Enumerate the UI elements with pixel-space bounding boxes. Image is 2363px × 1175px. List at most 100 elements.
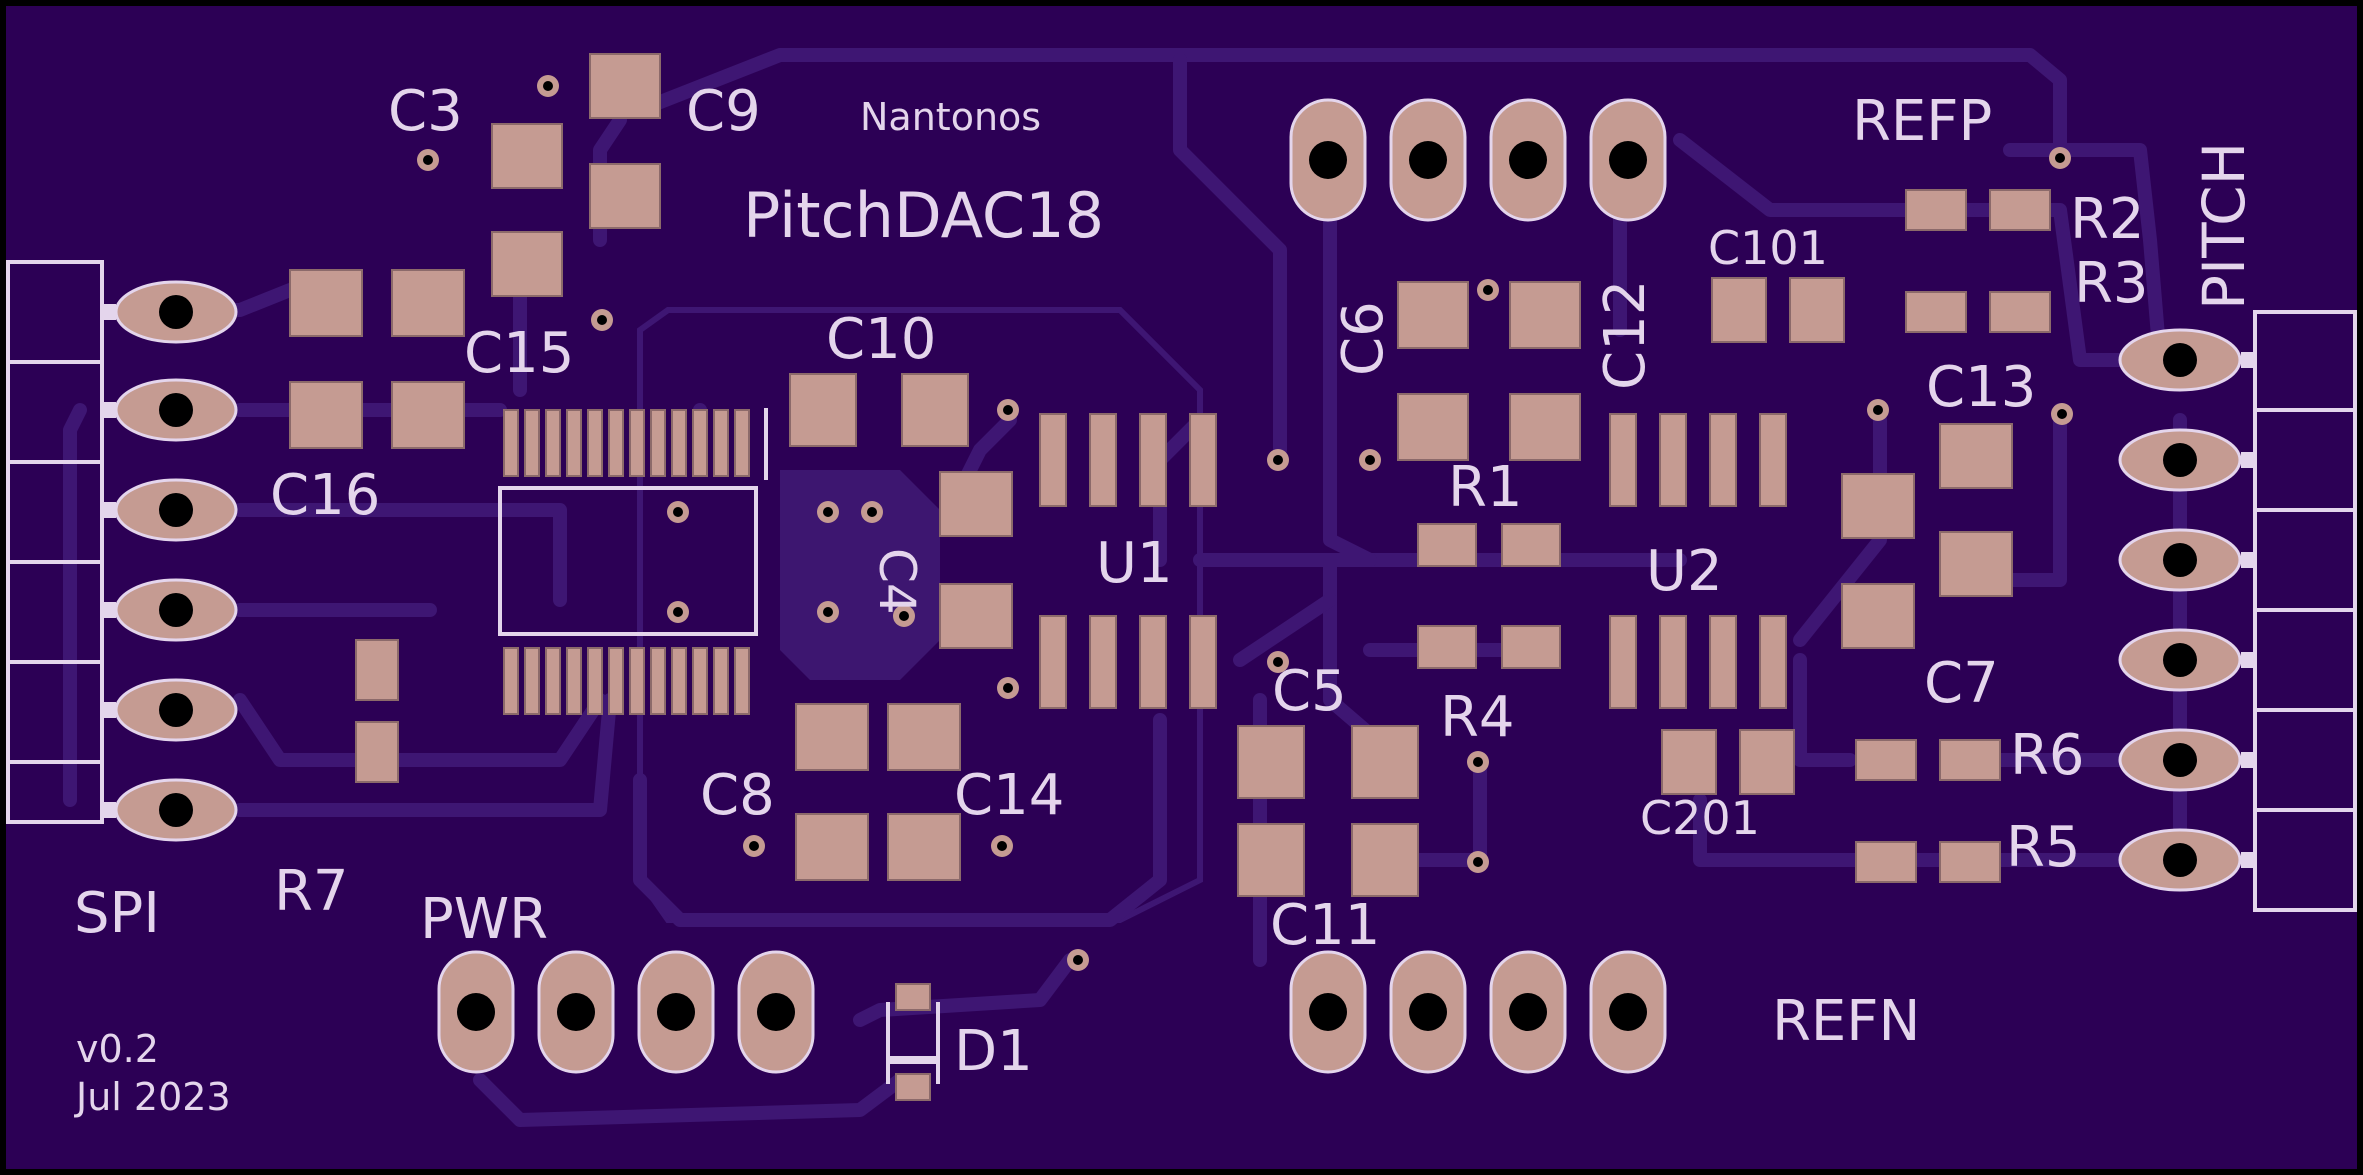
- via-10-drill: [899, 611, 909, 621]
- via-1-drill: [543, 81, 553, 91]
- via-15-drill: [1273, 657, 1283, 667]
- ic-bot-pin-8: [650, 647, 666, 715]
- via-16-drill: [1473, 757, 1483, 767]
- pitch-pin-2-lead: [2241, 452, 2255, 468]
- refp-label: REFP: [1852, 89, 1992, 154]
- pad-c13-b: [1939, 531, 2013, 597]
- ic-tssop-outline: [498, 486, 758, 636]
- pad-d1: [895, 983, 931, 1011]
- u2-bot-pin-2: [1659, 615, 1687, 709]
- c15-label: C15: [464, 321, 574, 386]
- pad-c9-b: [589, 163, 661, 229]
- spi-pin-2-lead: [102, 402, 116, 418]
- ic-bot-pin-12: [734, 647, 750, 715]
- pitch-pad-5-drill: [2163, 743, 2197, 777]
- pad-c4: [939, 471, 1013, 537]
- r6-label: R6: [2010, 723, 2085, 788]
- pad-c9: [589, 53, 661, 119]
- via-7-drill: [823, 607, 833, 617]
- smd-pads: [289, 53, 2051, 1101]
- pitch-pin-6-lead: [2241, 852, 2255, 868]
- pad-r5-b: [1939, 841, 2001, 883]
- trace-spi-3: [233, 503, 567, 607]
- pad-r4: [1417, 625, 1477, 669]
- ic-bot-pin-5: [587, 647, 603, 715]
- pitch-pad-3-drill: [2163, 543, 2197, 577]
- via-5-drill: [823, 507, 833, 517]
- u1-label: U1: [1096, 531, 1173, 596]
- u1-top-pin-2: [1089, 413, 1117, 507]
- spi-pad-1-drill: [159, 295, 193, 329]
- pad-c15: [289, 269, 363, 337]
- refp-pad-2-drill: [1409, 141, 1447, 179]
- u2-top-pin-2: [1659, 413, 1687, 507]
- pad-c4-b: [939, 583, 1013, 649]
- pad-r1-b: [1501, 523, 1561, 567]
- c11-label: C11: [1270, 893, 1380, 958]
- ic-top-pin-2: [524, 409, 540, 477]
- via-19-drill: [749, 841, 759, 851]
- pad-c101: [1711, 277, 1767, 343]
- spi-pad-3-drill: [159, 493, 193, 527]
- pitch-pad-2-drill: [2163, 443, 2197, 477]
- date-label: Jul 2023: [74, 1075, 231, 1119]
- pitch-pad-1-drill: [2163, 343, 2197, 377]
- pad-r2: [1905, 189, 1967, 231]
- via-11-drill: [1003, 683, 1013, 693]
- pad-r7: [355, 639, 399, 701]
- pitch-pin-5-lead: [2241, 752, 2255, 768]
- ic-top-pin-7: [629, 409, 645, 477]
- trace-refp-1: [1173, 53, 1287, 457]
- pad-c10: [789, 373, 857, 447]
- c7-label: C7: [1924, 651, 1999, 716]
- pad-c13: [1939, 423, 2013, 489]
- pad-r6: [1855, 739, 1917, 781]
- via-17-drill: [1473, 857, 1483, 867]
- c10-label: C10: [826, 307, 936, 372]
- c13-label: C13: [1926, 355, 2036, 420]
- pad-c5-b: [1351, 725, 1419, 799]
- trace-d1: [853, 953, 1077, 1027]
- pad-r2-b: [1989, 189, 2051, 231]
- trace-top: [633, 48, 2067, 157]
- via-12-drill: [1273, 455, 1283, 465]
- silkscreen-outlines: [6, 260, 2357, 1084]
- pitch-pin-4-lead: [2241, 652, 2255, 668]
- ic-bot-pin-4: [566, 647, 582, 715]
- via-4-drill: [1003, 405, 1013, 415]
- via-3-drill: [597, 315, 607, 325]
- refn-pad-2-drill: [1409, 993, 1447, 1031]
- pad-r1: [1417, 523, 1477, 567]
- ic-top-pin-10: [692, 409, 708, 477]
- spi-pin-3-lead: [102, 502, 116, 518]
- ic-bot-pin-9: [671, 647, 687, 715]
- pad-c8: [795, 703, 869, 771]
- c6-label: C6: [1331, 301, 1396, 376]
- trace-spi-5: [233, 693, 607, 767]
- spi-connector-outline: [6, 260, 104, 824]
- project-name: PitchDAC18: [743, 179, 1104, 252]
- ic-top-pin-6: [608, 409, 624, 477]
- spi-pad-6-drill: [159, 793, 193, 827]
- trace-r2: [2003, 143, 2167, 367]
- ic-top-pin-1: [503, 409, 519, 477]
- via-13-drill: [1365, 455, 1375, 465]
- pad-c11-b: [1351, 823, 1419, 897]
- via-9-drill: [673, 607, 683, 617]
- pitch-pad-4-drill: [2163, 643, 2197, 677]
- ic-top-pin-11: [713, 409, 729, 477]
- pad-c12-b: [1509, 393, 1581, 461]
- pitch-pin-1-lead: [2241, 352, 2255, 368]
- u2-bot-pin-3: [1709, 615, 1737, 709]
- pad-c15-b: [391, 269, 465, 337]
- via-2-drill: [423, 155, 433, 165]
- c4-label: C4: [868, 548, 926, 615]
- c8-label: C8: [700, 763, 775, 828]
- via-20-drill: [1073, 955, 1083, 965]
- r1-label: R1: [1448, 455, 1523, 520]
- ic-bot-pin-2: [524, 647, 540, 715]
- ic-bot-pin-7: [629, 647, 645, 715]
- pitch-pin-3-lead: [2241, 552, 2255, 568]
- pad-r3-b: [1989, 291, 2051, 333]
- pad-c6: [1397, 281, 1469, 349]
